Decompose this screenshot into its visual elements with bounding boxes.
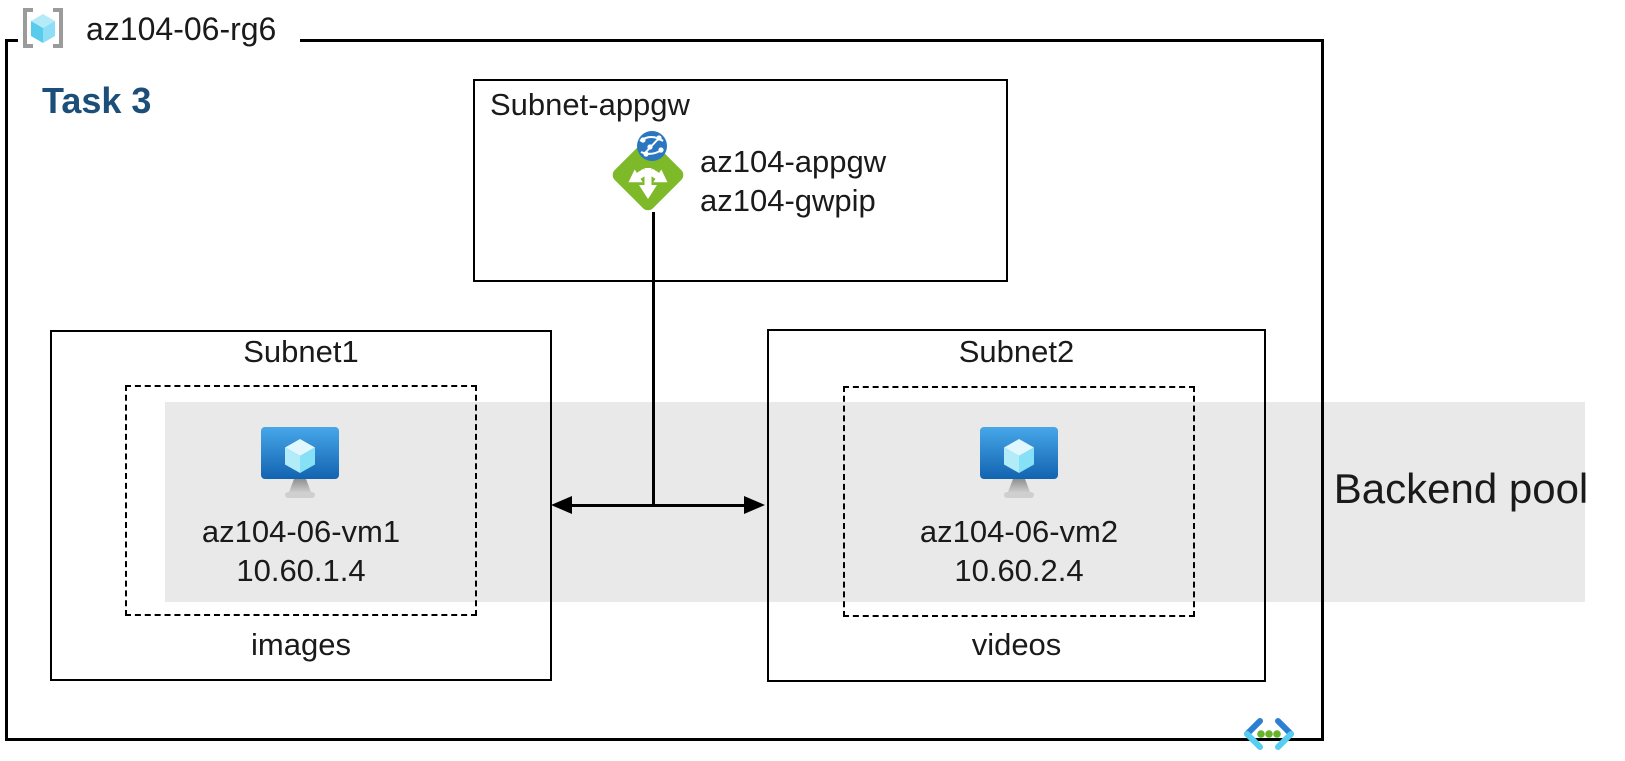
backend-arrow-line [560,504,756,507]
appgw-subnet-box [473,79,1008,282]
virtual-machine-icon-vm1 [258,421,342,501]
appgw-name-label: az104-appgw [700,144,887,179]
subnet2-box [767,329,1266,682]
resource-group-icon [20,7,66,49]
arrowhead-right-icon [744,496,765,514]
subnet1-title: Subnet1 [243,334,359,369]
subnet2-folder-label: videos [971,627,1062,662]
vm1-ip-label: 10.60.1.4 [236,553,366,588]
appgw-subnet-title: Subnet-appgw [490,87,690,122]
resource-group-border-mask [18,26,300,52]
appgw-name-block: az104-appgw az104-gwpip [700,142,886,220]
appgw-connector-line [652,212,655,506]
vm1-name-label: az104-06-vm1 [201,514,401,549]
resource-group-box [5,39,1324,741]
subnet2-dashed-boundary [843,386,1195,617]
subnet1-folder-label: images [251,627,351,662]
subnet1-dashed-boundary [125,385,477,616]
backend-pool-label: Backend pool [1333,465,1589,512]
virtual-network-icon [1243,714,1295,754]
vm2-ip-label: 10.60.2.4 [954,553,1084,588]
subnet2-title: Subnet2 [958,334,1075,369]
task-label: Task 3 [42,80,152,121]
vm2-name-label: az104-06-vm2 [919,514,1119,549]
gwpip-name-label: az104-gwpip [700,183,876,218]
arrowhead-left-icon [551,496,572,514]
virtual-machine-icon-vm2 [977,421,1061,501]
application-gateway-icon [605,126,691,214]
backend-pool-band [165,402,1585,602]
resource-group-label: az104-06-rg6 [86,11,277,47]
